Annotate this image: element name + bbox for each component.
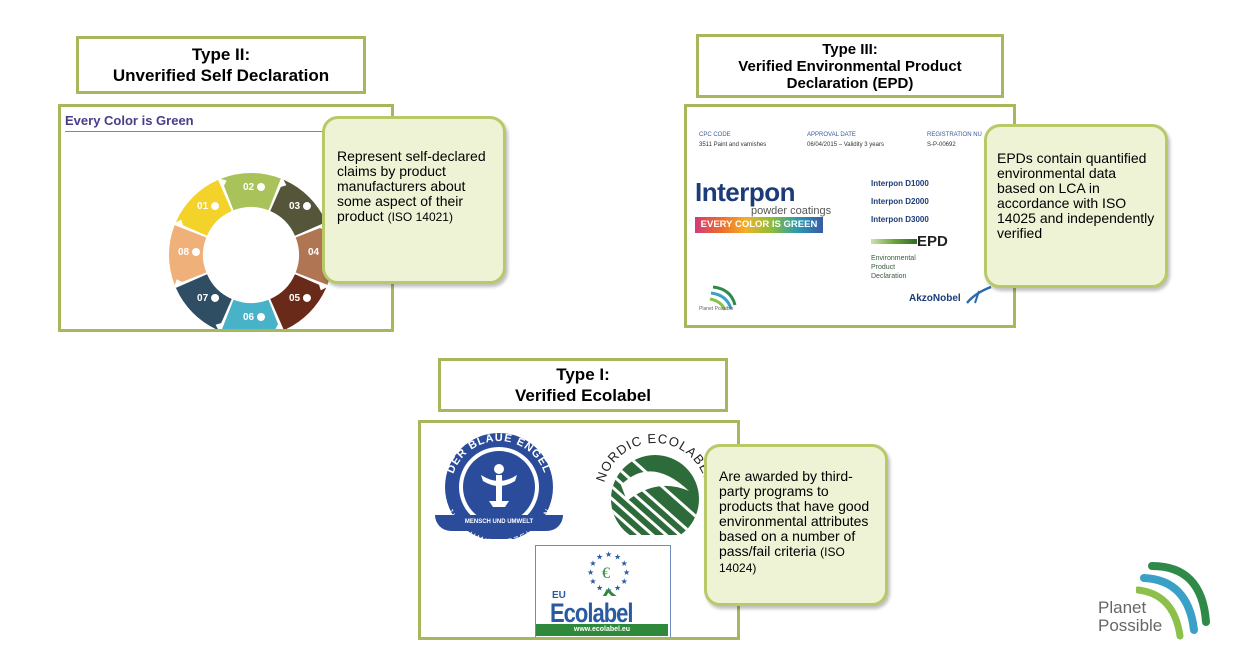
interpon-brand-sub: powder coatings (751, 205, 832, 217)
type1-callout-ref: (ISO 14024) (719, 545, 845, 575)
epd-hdr-approval: APPROVAL DATE (807, 132, 856, 138)
type1-callout: Are awarded by third-party programs to p… (704, 444, 888, 606)
wheel-segment-number: 05 (289, 293, 301, 304)
wheel-segment-number: 02 (243, 182, 255, 193)
eu-ecolabel-prefix: EU (552, 590, 566, 601)
type3-callout: EPDs contain quantified environmental da… (984, 124, 1168, 288)
eu-star-icon: ★ (621, 559, 628, 568)
type2-title-line2: Unverified Self Declaration (112, 66, 330, 85)
wheel-segment-number: 07 (197, 293, 209, 304)
epd-hdr-registration: REGISTRATION NU (927, 132, 982, 138)
wheel-arrow (219, 178, 227, 188)
wheel-segment-icon (211, 202, 220, 211)
type3-title-line1: Type III: (822, 40, 878, 58)
epd-hdr-cpc-val: 3511 Paint and varnishes (699, 142, 767, 148)
epd-product-2: Interpon D2000 (871, 197, 929, 206)
eu-star-icon: ★ (605, 550, 612, 559)
wheel-segment-icon (192, 248, 200, 256)
epd-mark-bars (871, 239, 917, 244)
eu-star-icon: ★ (589, 559, 596, 568)
eu-star-icon: ★ (621, 577, 628, 586)
epd-product-3: Interpon D3000 (871, 215, 929, 224)
wheel-arrow (215, 322, 224, 329)
wheel-segment-number: 04 (308, 247, 320, 258)
wheel-segment (270, 274, 327, 329)
type2-title-line1: Type II: (191, 45, 251, 64)
wheel-segment (175, 179, 232, 236)
type2-callout-text: Represent self-declared claims by produc… (337, 148, 486, 224)
epd-hdr-cpc: CPC CODE (699, 132, 731, 138)
eu-stars-flower-icon: ★★★★★★★★★★★★€ (587, 550, 630, 596)
planet-possible-line1: Planet (1098, 598, 1147, 617)
planet-possible-line2: Possible (1098, 616, 1163, 635)
wheel-segment-icon (302, 202, 311, 211)
wheel-segment (221, 173, 281, 211)
type3-title-line2: Verified Environmental Product (738, 57, 962, 75)
wheel-arrow (278, 178, 287, 188)
planet-possible-swoosh-icon (1136, 562, 1210, 640)
epd-mark: EPD (917, 233, 948, 250)
blue-angel-logo: DER BLAUE ENGEL JURY UMWELTZEICHEN (445, 432, 553, 539)
type3-callout-text: EPDs contain quantified environmental da… (997, 150, 1155, 241)
wheel-segment (222, 299, 280, 329)
wheel-arrow (275, 322, 282, 329)
eu-star-icon: ★ (614, 584, 621, 593)
nordic-ecolabel-logo: NORDIC ECOLABEL (593, 431, 716, 535)
epd-caption-2: Product (871, 264, 896, 271)
eu-star-icon: ★ (614, 552, 621, 561)
interpon-brand: Interpon (695, 177, 796, 207)
wheel-segment (270, 179, 327, 236)
wheel-segment-number: 01 (197, 201, 209, 212)
type3-title-box: Type III: Verified Environmental Product… (696, 34, 1004, 98)
eu-ecolabel-logo: ★★★★★★★★★★★★€ EU Ecolabel www.ecolabel.e… (535, 545, 671, 637)
wheel-arrow (174, 279, 184, 287)
epd-product-1: Interpon D1000 (871, 179, 929, 188)
type2-title-box: Type II: Unverified Self Declaration (76, 36, 366, 94)
eu-ecolabel-url: www.ecolabel.eu (536, 624, 668, 636)
akzonobel-logo: AkzoNobel (909, 293, 961, 304)
eu-ecolabel-word: Ecolabel (550, 598, 633, 628)
wheel-segment-icon (257, 183, 265, 191)
wheel-segment (175, 274, 232, 329)
eu-star-icon: ★ (596, 584, 603, 593)
type2-image-heading: Every Color is Green (65, 113, 194, 128)
wheel-segment-number: 06 (243, 312, 255, 323)
wheel-segment-icon (302, 293, 311, 302)
eu-euro-symbol-icon: € (602, 565, 610, 582)
type1-image-frame: DER BLAUE ENGEL JURY UMWELTZEICHEN MENSC… (418, 420, 740, 640)
every-color-banner: EVERY COLOR IS GREEN (695, 217, 823, 233)
type1-callout-text: Are awarded by third-party programs to p… (719, 468, 870, 559)
epd-hdr-registration-val: S-P-00692 (927, 142, 956, 148)
type3-image-frame: CPC CODE 3511 Paint and varnishes APPROV… (684, 104, 1016, 328)
blue-angel-bottom-text: MENSCH UND UMWELT (464, 519, 534, 525)
epd-hdr-approval-val: 06/04/2015 – Validity 3 years (807, 142, 884, 148)
type2-callout-ref: (ISO 14021) (387, 210, 453, 224)
type1-title-line1: Type I: (556, 365, 610, 384)
wheel-segment-icon (211, 293, 220, 302)
type1-title-box: Type I: Verified Ecolabel (438, 358, 728, 412)
type1-title-line2: Verified Ecolabel (514, 386, 652, 405)
wheel-segment (169, 225, 207, 285)
type3-title-line3: Declaration (EPD) (786, 74, 914, 92)
wheel-arrow (318, 282, 328, 291)
eu-flower-stem-icon (602, 589, 617, 596)
eu-star-icon: ★ (623, 568, 630, 577)
eu-star-icon: ★ (596, 552, 603, 561)
planet-possible-small-icon (709, 285, 737, 311)
type2-callout: Represent self-declared claims by produc… (322, 116, 506, 284)
akzonobel-figure-icon (966, 285, 992, 304)
blue-angel-banner (435, 515, 563, 531)
wheel-arrow (174, 219, 184, 228)
eu-star-icon: ★ (589, 577, 596, 586)
epd-caption-3: Declaration (871, 273, 907, 280)
wheel-segment-icon (257, 313, 265, 321)
eu-star-icon: ★ (587, 568, 594, 577)
wheel-segment-number: 08 (178, 247, 190, 258)
planet-possible-small: Planet Possible (699, 306, 734, 312)
epd-caption-1: Environmental (871, 255, 916, 262)
wheel-segment-number: 03 (289, 201, 301, 212)
